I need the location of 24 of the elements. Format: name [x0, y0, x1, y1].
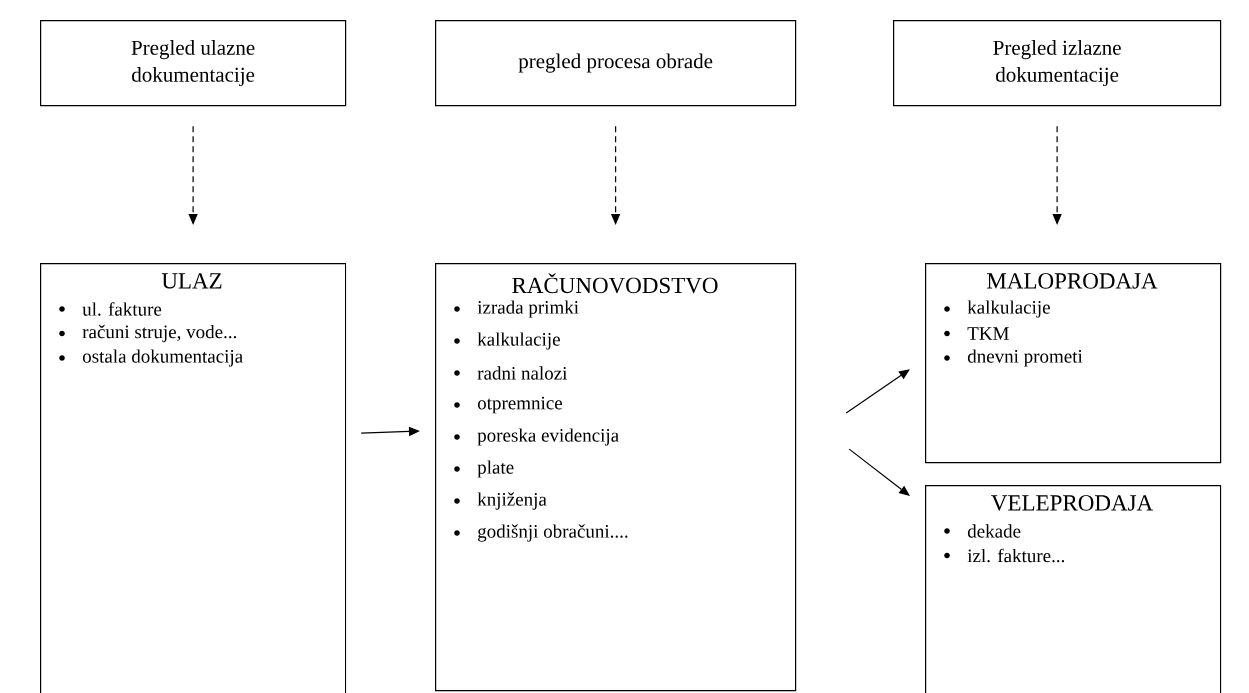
document-box: Pregled ulazne dokumentacije	[40, 20, 347, 107]
document-box: Pregled izlazne dokumentacije	[893, 20, 1222, 107]
list-item: računi struje, vode...	[82, 324, 237, 343]
arrow	[845, 369, 910, 414]
list-item: poreska evidencija	[477, 428, 619, 446]
heading: RAČUNOVODSTVO	[512, 273, 718, 294]
list-item: izrada primki	[477, 300, 579, 318]
list-item: godišnji obračuni....	[478, 524, 628, 542]
heading: MALOPRODAJA	[987, 273, 1158, 289]
list-item: otpremnice	[477, 396, 563, 414]
list-item: izl. fakture...	[967, 548, 1065, 563]
list-item: radni nalozi	[477, 366, 568, 380]
list-item: ul. fakture	[82, 302, 162, 316]
heading: VELEPRODAJA	[991, 495, 1153, 511]
list-item: dnevni prometi	[967, 349, 1083, 367]
document-box: pregled procesa obrade	[435, 20, 797, 107]
list-item: TKM	[967, 327, 1009, 340]
heading: ULAZ	[161, 273, 222, 289]
list-item: plate	[477, 460, 514, 478]
list-item: kalkulacije	[967, 300, 1050, 318]
list-item: knjiženja	[477, 492, 547, 510]
list-item: ostala dokumentacija	[82, 349, 243, 367]
list-item: kalkulacije	[477, 332, 560, 350]
list-item: dekade	[967, 524, 1021, 538]
